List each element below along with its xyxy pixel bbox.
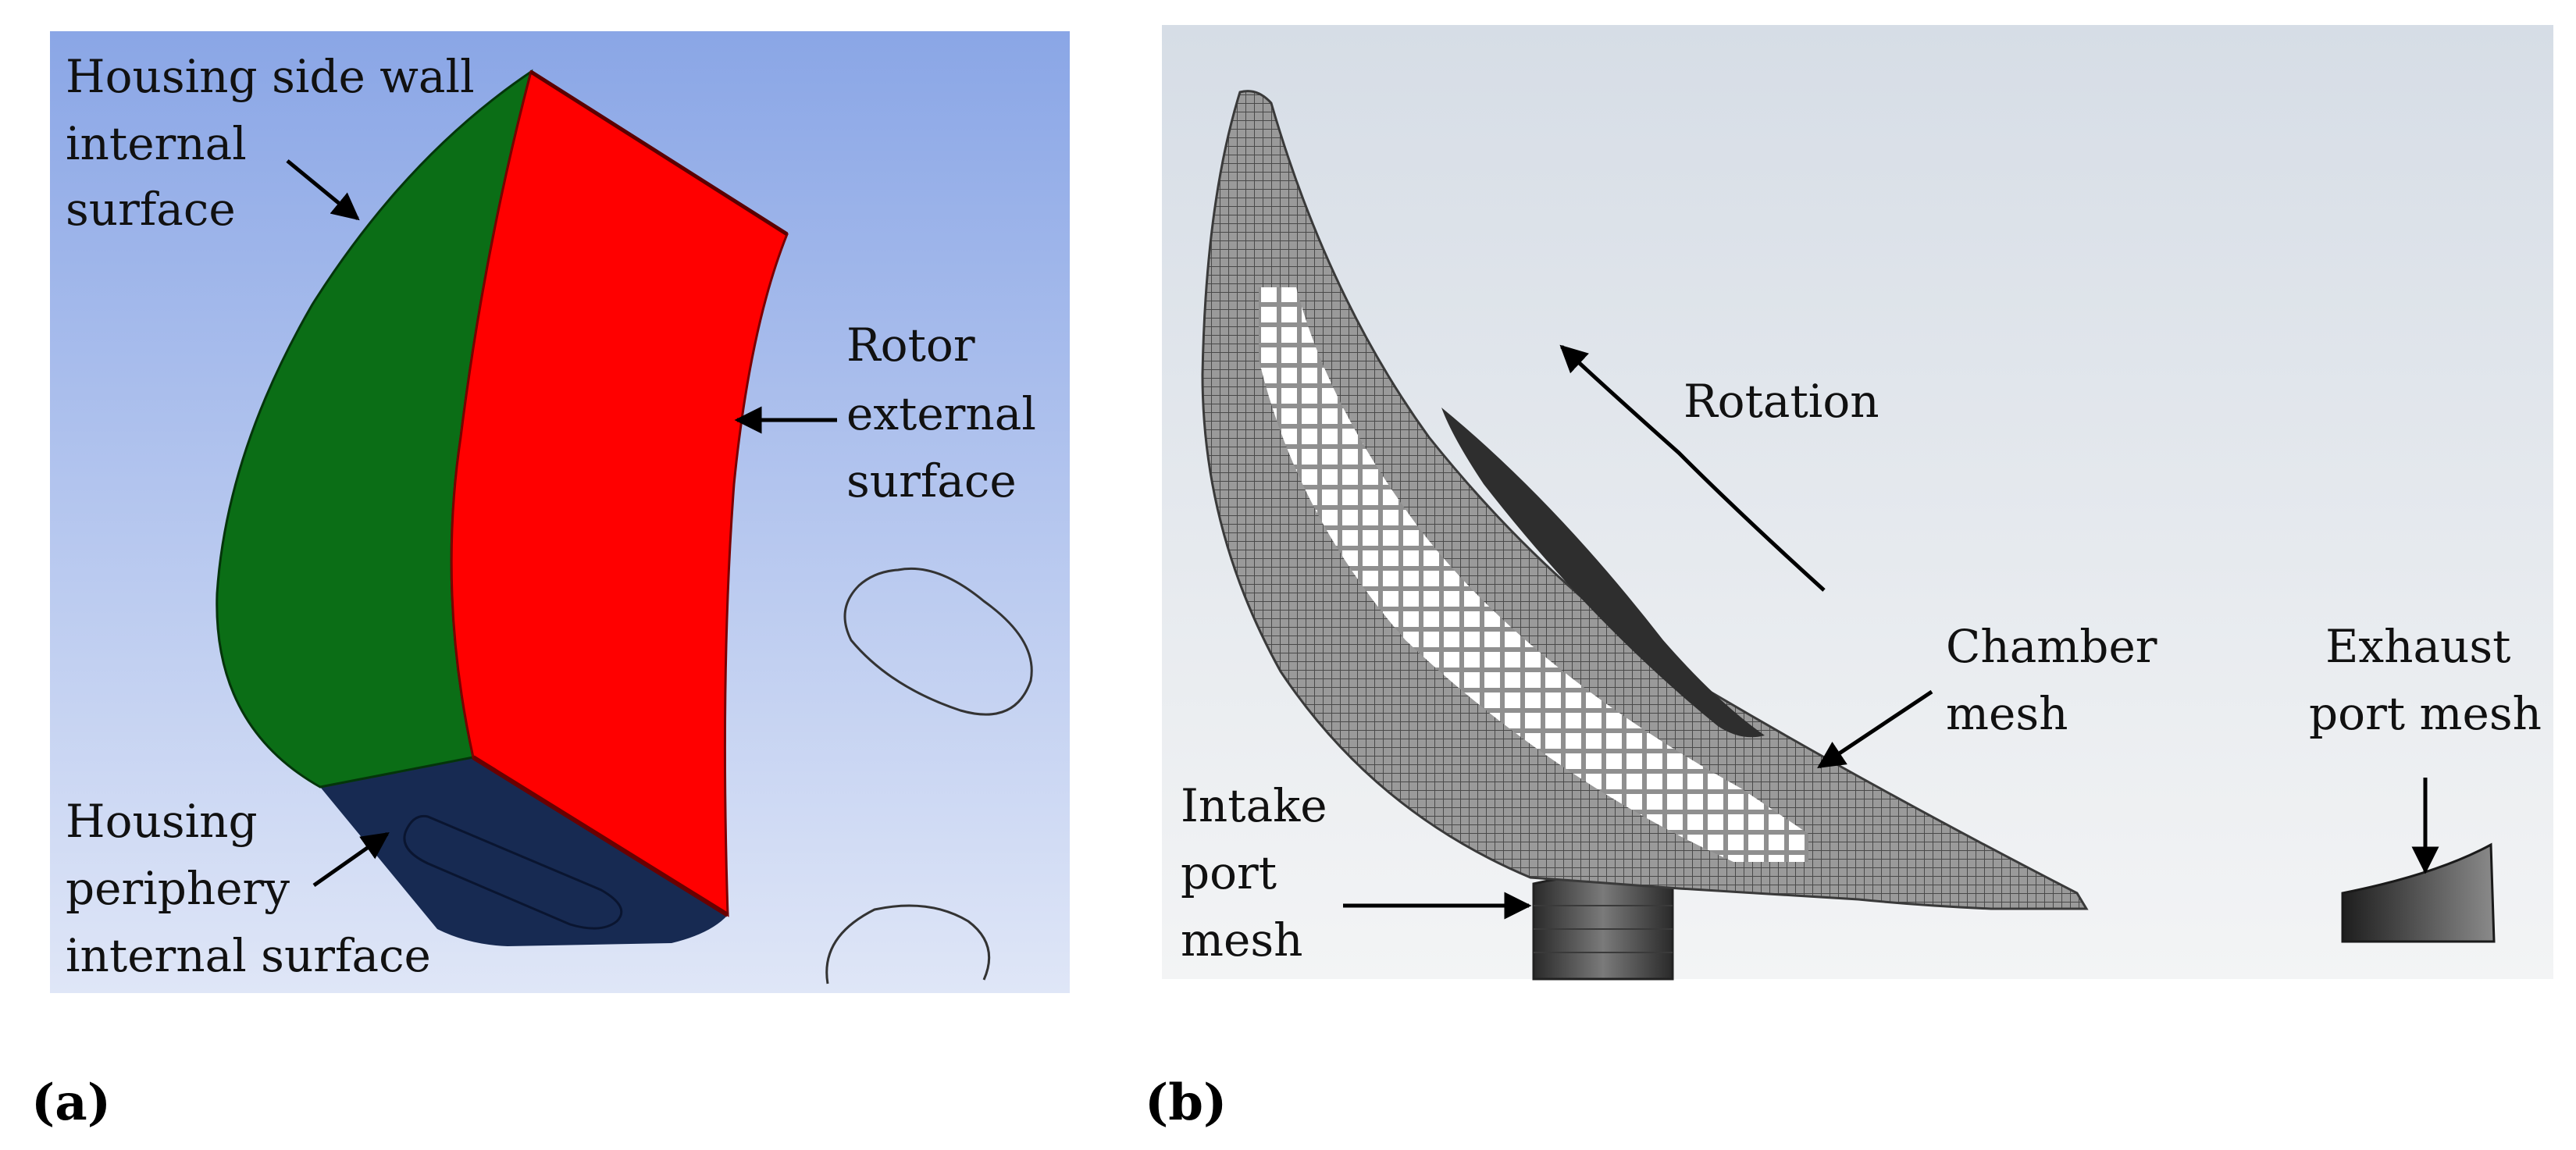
label-housing-periphery: Housing periphery internal surface xyxy=(66,795,431,982)
panel-a: Housing side wall internal surface Rotor… xyxy=(50,31,1070,993)
chamber-mesh-coarse-band xyxy=(1259,287,1808,862)
chamber-shadow xyxy=(1441,408,1765,738)
panel-letter-a: (a) xyxy=(31,1073,111,1132)
label-rotor-external: Rotor external surface xyxy=(846,319,1050,507)
label-housing-side-wall: Housing side wall internal surface xyxy=(66,50,489,236)
rotor-bottom-edge xyxy=(472,755,729,917)
label-chamber-mesh: Chamber mesh xyxy=(1946,620,2172,740)
label-exhaust-port-mesh: Exhaust port mesh xyxy=(2309,620,2542,740)
periphery-slot-outline xyxy=(403,814,623,930)
chamber-mesh xyxy=(1201,90,2089,910)
label-intake-port-mesh: Intake port mesh xyxy=(1181,779,1341,967)
intake-port-lines xyxy=(1534,905,1673,953)
intake-port-mesh xyxy=(1532,874,1674,981)
panel-letter-b: (b) xyxy=(1145,1073,1227,1132)
rotor-top-edge xyxy=(529,69,789,237)
housing-periphery-surface xyxy=(320,757,728,946)
arrow-side-wall xyxy=(286,159,360,221)
port-outline-upper xyxy=(843,567,1033,716)
panel-b: Rotation Chamber mesh Exhaust port mesh … xyxy=(1162,25,2553,981)
rotation-arrow xyxy=(1559,344,1826,592)
port-outline-lower xyxy=(825,904,991,984)
label-rotation: Rotation xyxy=(1683,375,1879,428)
arrow-chamber xyxy=(1817,689,1933,769)
arrow-periphery xyxy=(312,831,390,888)
